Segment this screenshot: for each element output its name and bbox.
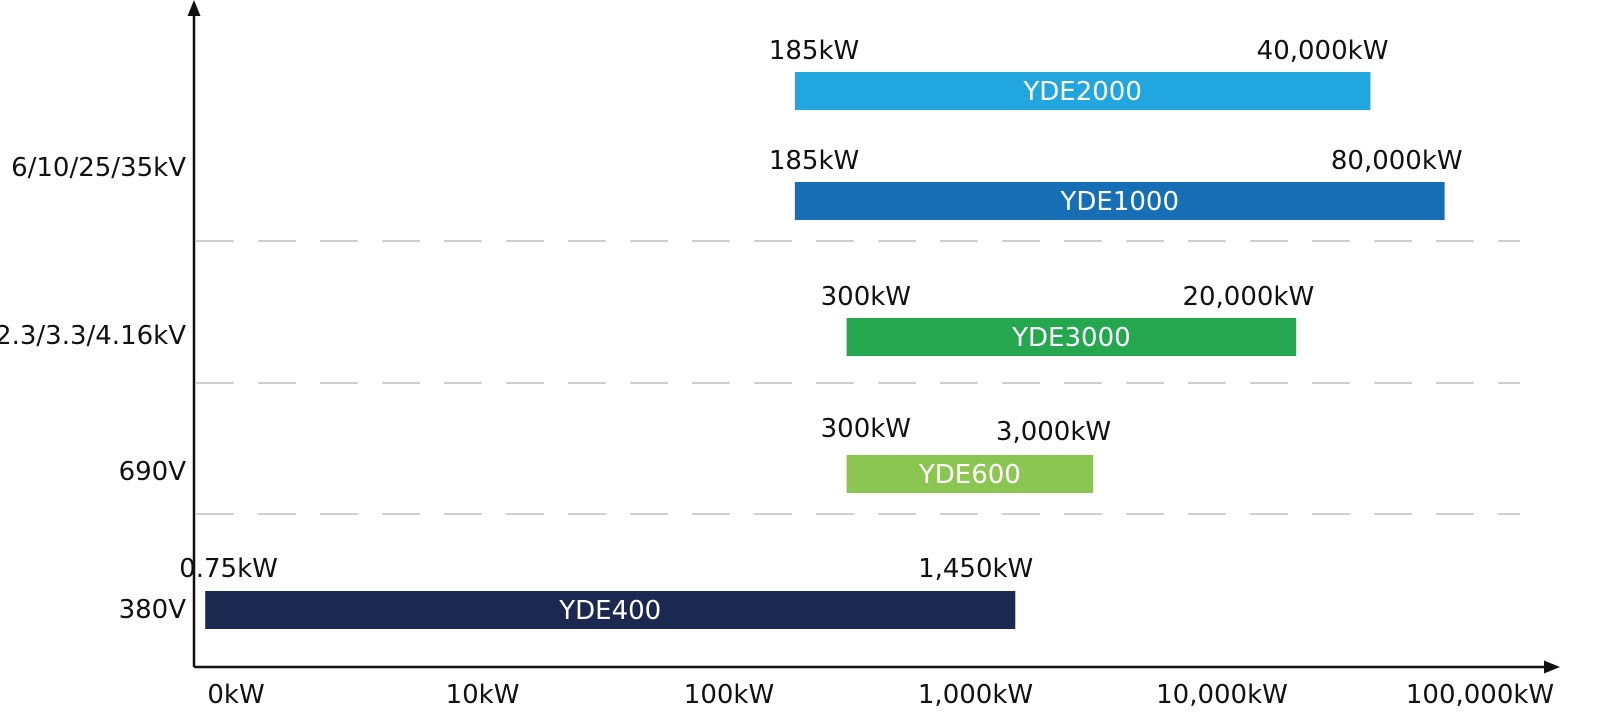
voltage-group-label: 380V [119,595,187,625]
bar-name-label: YDE400 [558,596,661,626]
max-value-label: 20,000kW [1182,282,1314,312]
voltage-group-label: 6/10/25/35kV [11,153,186,183]
x-tick-label: 10kW [446,680,520,710]
voltage-group-label: 2.3/3.3/4.16kV [0,321,186,351]
group-separators [196,240,1520,515]
axes [187,0,1560,674]
range-bar-group: YDE2000 185kW 40,000kW [769,36,1389,110]
x-axis-arrow [1544,660,1560,674]
min-value-label: 0.75kW [179,554,278,584]
bar-name-label: YDE2000 [1022,77,1142,107]
x-tick-label: 0kW [207,680,264,710]
range-bar [205,591,1016,629]
range-bar-group: YDE3000 300kW 20,000kW [821,282,1314,356]
x-tick-label: 10,000kW [1156,680,1288,710]
bar-name-label: YDE3000 [1011,323,1131,353]
min-value-label: 185kW [769,36,859,66]
range-bar-group: YDE400 0.75kW 1,450kW [179,554,1033,629]
range-bar [846,318,1297,356]
min-value-label: 185kW [769,146,859,176]
x-tick-label: 1,000kW [918,680,1033,710]
voltage-group-labels: 6/10/25/35kV 2.3/3.3/4.16kV 690V 380V [0,153,186,625]
max-value-label: 3,000kW [996,417,1111,447]
max-value-label: 40,000kW [1257,36,1389,66]
min-value-label: 300kW [821,282,911,312]
y-axis-arrow [187,0,201,16]
range-bars: YDE2000 185kW 40,000kW YDE1000 185kW 80,000kW… [179,36,1463,629]
bar-name-label: YDE1000 [1059,187,1179,217]
max-value-label: 80,000kW [1331,146,1463,176]
x-tick-label: 100kW [684,680,774,710]
range-bar-group: YDE1000 185kW 80,000kW [769,146,1463,220]
range-bar [846,455,1094,493]
x-tick-label: 100,000kW [1406,680,1554,710]
min-value-label: 300kW [821,414,911,444]
range-bar [794,72,1371,110]
x-tick-labels: 0kW 10kW 100kW 1,000kW 10,000kW 100,000kW [207,680,1554,710]
range-bar [794,182,1445,220]
voltage-group-label: 690V [119,457,187,487]
bar-name-label: YDE600 [918,460,1021,490]
max-value-label: 1,450kW [918,554,1033,584]
